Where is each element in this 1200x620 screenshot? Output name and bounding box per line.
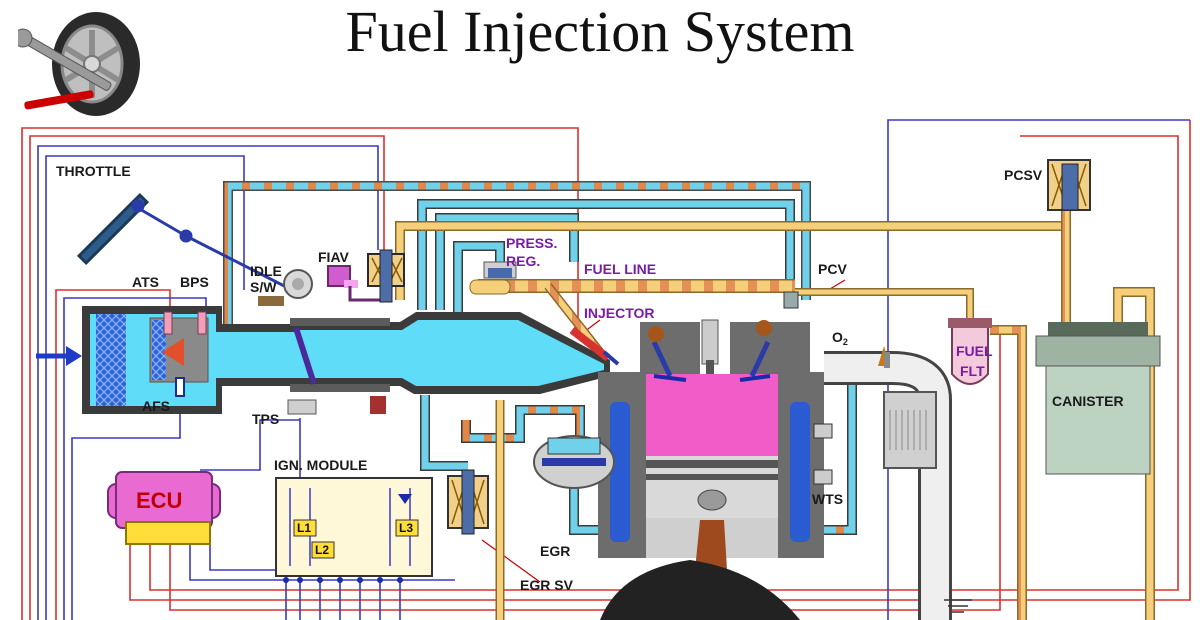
label-bps: BPS — [180, 274, 209, 290]
label-injector: INJECTOR — [584, 305, 655, 321]
ignition-module — [275, 477, 433, 583]
label-press: PRESS. — [506, 235, 557, 251]
label-wts: WTS — [812, 491, 843, 507]
label-l3: L3 — [399, 521, 413, 535]
label-fuel-flt-2: FLT — [960, 363, 985, 379]
label-reg: REG. — [506, 253, 540, 269]
intake-assembly — [82, 306, 610, 415]
tps-sensor — [287, 399, 317, 415]
fiav-valve — [327, 265, 380, 302]
label-throttle: THROTTLE — [56, 163, 131, 179]
exhaust-pipe — [824, 346, 952, 620]
intake-arrow-icon — [36, 346, 82, 366]
label-egr-sv: EGR SV — [520, 577, 574, 593]
pressure-regulator — [483, 261, 517, 279]
label-pcsv: PCSV — [1004, 167, 1043, 183]
fuel-filter — [948, 318, 992, 385]
pcv-valve — [783, 291, 799, 309]
egr-valve — [533, 435, 615, 489]
label-canister: CANISTER — [1052, 393, 1124, 409]
label-ats: ATS — [132, 274, 159, 290]
label-pcv: PCV — [818, 261, 847, 277]
label-l1: L1 — [297, 521, 311, 535]
pcsv-valve — [1047, 159, 1091, 211]
label-fuel-line: FUEL LINE — [584, 261, 656, 277]
label-o2: O2 — [832, 329, 848, 347]
label-ign-module: IGN. MODULE — [274, 457, 367, 473]
label-tps: TPS — [252, 411, 279, 427]
label-ecu: ECU — [136, 488, 182, 513]
fuel-rail-injector — [469, 279, 620, 366]
label-l2: L2 — [315, 543, 329, 557]
label-idle-sw: S/W — [250, 279, 277, 295]
wts-sensor — [813, 423, 833, 485]
label-egr: EGR — [540, 543, 570, 559]
label-fiav: FIAV — [318, 249, 350, 265]
egr-solenoid — [447, 469, 489, 535]
label-fuel-flt-1: FUEL — [956, 343, 993, 359]
wheel-wrench-logo-icon — [18, 12, 140, 116]
idle-switch — [258, 269, 313, 306]
ecu-unit — [107, 471, 221, 545]
ground-symbol-icon — [944, 599, 972, 613]
engine-block — [598, 319, 824, 620]
page-title: Fuel Injection System — [345, 0, 855, 64]
wiring-harness — [21, 119, 1191, 620]
label-idle: IDLE — [250, 263, 282, 279]
idle-solenoid — [367, 249, 405, 303]
label-afs: AFS — [142, 398, 170, 414]
throttle-linkage — [76, 192, 297, 294]
charcoal-canister — [1035, 322, 1161, 475]
catalytic-converter — [883, 391, 937, 469]
air-filter-element — [96, 314, 126, 406]
